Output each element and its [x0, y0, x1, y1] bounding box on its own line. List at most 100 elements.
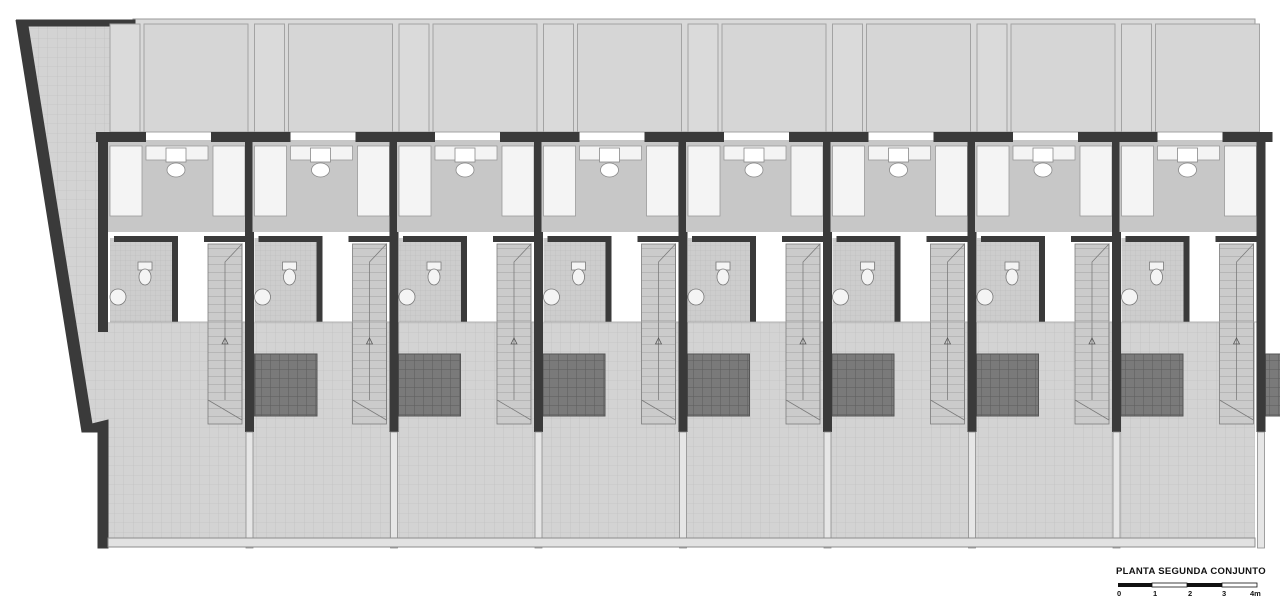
chair — [888, 147, 909, 163]
stair-outline — [930, 242, 965, 421]
unit-6 — [818, 23, 1039, 549]
skylight-first — [254, 353, 318, 417]
chair-seat — [1178, 162, 1197, 178]
unit-3 — [385, 23, 606, 549]
bed-right — [212, 145, 246, 217]
chair — [165, 147, 187, 163]
wall-top-right — [933, 132, 984, 142]
chair — [743, 147, 765, 163]
party-wall — [389, 132, 399, 432]
bath-wall-top — [547, 236, 612, 242]
garden-wall — [534, 431, 543, 549]
toilet-bowl — [1005, 268, 1019, 286]
roof-strip — [976, 23, 1008, 133]
skylight-next — [1265, 353, 1280, 417]
skylight-next — [976, 353, 1039, 417]
roof-panel — [1010, 23, 1116, 133]
bath-wall-top — [836, 236, 901, 242]
stair-wall-top — [348, 236, 393, 242]
roof-strip — [109, 23, 141, 133]
bath-wall-top — [1125, 236, 1190, 242]
skylight-next — [398, 353, 461, 417]
wall-top-right — [211, 132, 261, 142]
bath-wall-side — [316, 236, 323, 322]
wall-top-left — [963, 132, 1013, 142]
roof-panel — [866, 23, 971, 133]
party-wall — [823, 132, 832, 432]
bed-left — [1121, 145, 1154, 217]
garden-wall — [968, 431, 976, 549]
stair-wall-top — [1071, 236, 1115, 242]
chair-seat — [166, 162, 186, 178]
bed-left — [976, 145, 1010, 217]
bed-left — [398, 145, 432, 217]
stair-arrow-icon — [365, 337, 374, 345]
chair-seat — [600, 162, 619, 178]
chair — [1177, 147, 1198, 163]
stair-outline — [207, 242, 243, 421]
stair-arrow-icon — [799, 337, 807, 345]
washbasin — [254, 288, 271, 306]
stair-outline — [1074, 242, 1110, 421]
washbasin — [109, 288, 127, 306]
bath-wall-side — [605, 236, 612, 322]
wall-top-left — [674, 132, 724, 142]
party-wall — [245, 132, 254, 432]
wall-top-right — [500, 132, 550, 142]
scale-tick-3: 3 — [1222, 589, 1227, 598]
chair-seat — [889, 162, 908, 178]
units-layer — [96, 23, 1280, 549]
wall-top-right — [644, 132, 695, 142]
toilet-bowl — [427, 268, 441, 286]
wall-top-right — [789, 132, 839, 142]
toilet-bowl — [138, 268, 152, 286]
garden-wall — [245, 431, 254, 549]
stair-arrow-icon — [221, 337, 229, 345]
wall-top-right — [355, 132, 406, 142]
roof-panel — [288, 23, 393, 133]
scale-bar — [1118, 582, 1258, 588]
roof-panel — [143, 23, 249, 133]
wall-top-left — [385, 132, 435, 142]
stair-arrow-icon — [1088, 337, 1096, 345]
roof-panel — [432, 23, 538, 133]
unit-4 — [529, 23, 750, 549]
garden-wall — [823, 431, 832, 549]
chair — [1032, 147, 1054, 163]
roof-strip — [1121, 23, 1152, 133]
bed-right — [646, 145, 679, 217]
bath-wall-side — [172, 236, 178, 322]
chair — [454, 147, 476, 163]
washbasin — [976, 288, 994, 306]
unit-7 — [963, 23, 1184, 549]
garden-wall — [679, 431, 687, 549]
skylight-next — [1120, 353, 1184, 417]
roof-panel — [577, 23, 682, 133]
bed-left — [109, 145, 143, 217]
skylight-next — [687, 353, 750, 417]
scale-tick-1: 1 — [1153, 589, 1158, 598]
bath-wall-side — [894, 236, 901, 322]
roof-strip — [254, 23, 285, 133]
scale-tick-0: 0 — [1117, 589, 1122, 598]
stair-wall-top — [1215, 236, 1260, 242]
roof-strip — [398, 23, 430, 133]
garden-wall — [1112, 431, 1121, 549]
stair-outline — [496, 242, 532, 421]
drawing-title: PLANTA SEGUNDA CONJUNTO — [1116, 566, 1266, 577]
left-outer-wall — [98, 132, 108, 332]
scale-tick-4m: 4m — [1250, 589, 1261, 598]
unit-5 — [674, 23, 895, 549]
unit-8 — [1107, 23, 1280, 549]
bath-wall-side — [750, 236, 756, 322]
stair-wall-top — [493, 236, 537, 242]
scale-tick-2: 2 — [1188, 589, 1193, 598]
roof-panel — [1155, 23, 1260, 133]
chair-seat — [744, 162, 764, 178]
stair-outline — [352, 242, 387, 421]
bed-left — [832, 145, 865, 217]
bath-wall-top — [403, 236, 467, 242]
stair-wall-top — [782, 236, 826, 242]
bath-wall-side — [1183, 236, 1190, 322]
